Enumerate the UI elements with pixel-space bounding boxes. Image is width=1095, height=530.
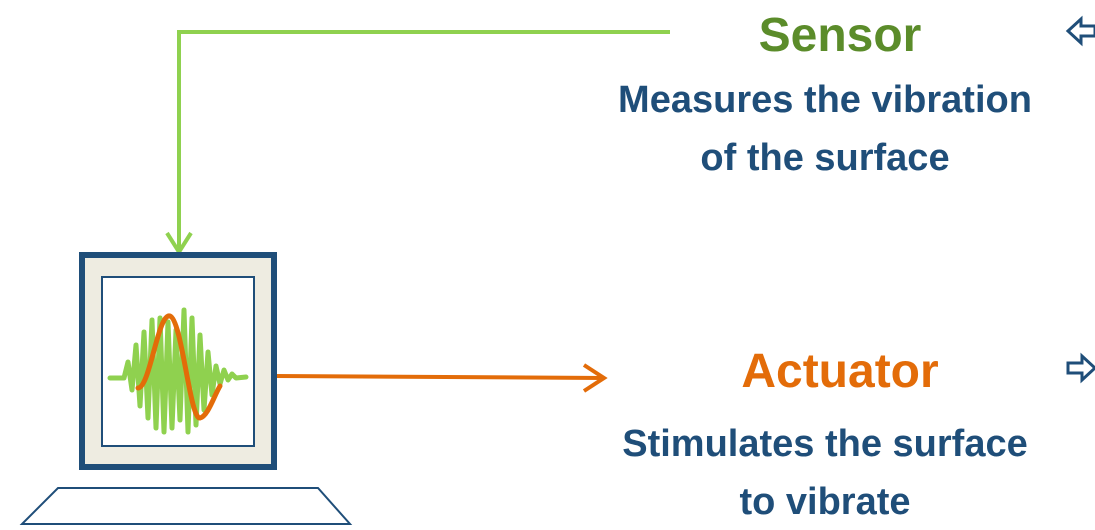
right-arrow-icon	[1066, 352, 1095, 384]
sensor-title: Sensor	[758, 9, 922, 62]
keyboard-base	[19, 487, 353, 525]
actuator-title: Actuator	[741, 345, 939, 398]
actuator-connector-line	[274, 374, 605, 380]
actuator-connector-arrowhead	[582, 363, 608, 393]
actuator-waveform	[135, 313, 223, 421]
sensor-connector-line	[177, 30, 670, 252]
sensor-description-line2: of the surface	[700, 137, 950, 179]
actuator-connector	[274, 363, 608, 393]
sensor-description-line1: Measures the vibration	[618, 79, 1032, 121]
actuator-description-line2: to vibrate	[739, 481, 911, 523]
actuator-description-line1: Stimulates the surface	[622, 423, 1028, 465]
left-arrow-icon	[1065, 15, 1095, 47]
computer-monitor-icon	[19, 252, 353, 525]
